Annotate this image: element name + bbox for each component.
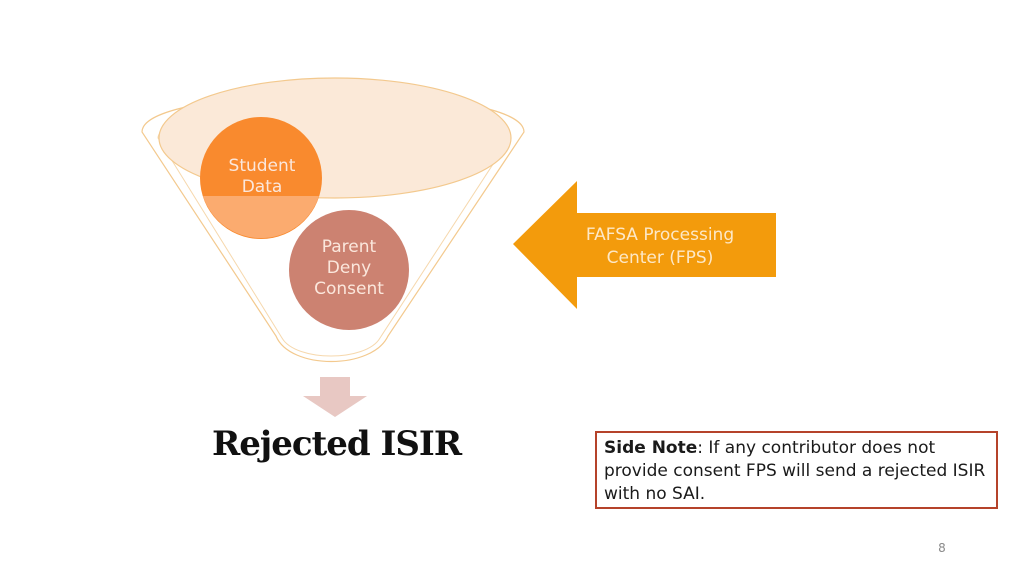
parent-label-line3: Consent	[314, 279, 384, 299]
fps-arrow	[513, 181, 776, 309]
rejected-isir-heading: Rejected ISIR	[212, 424, 462, 464]
side-note-box: Side Note: If any contributor does not p…	[595, 431, 998, 509]
student-data-label: Student Data	[202, 156, 322, 198]
student-data-label-line1: Student	[228, 156, 296, 176]
down-arrow	[303, 377, 367, 417]
side-note-label: Side Note	[604, 438, 698, 458]
parent-deny-consent-label: Parent Deny Consent	[290, 237, 408, 300]
parent-label-line1: Parent	[321, 237, 377, 257]
parent-deny-consent-circle	[289, 210, 409, 330]
parent-label-line2: Deny	[326, 258, 372, 278]
fps-label: FAFSA Processing Center (FPS)	[560, 224, 760, 270]
student-data-label-line2: Data	[241, 177, 283, 197]
fps-label-line2: Center (FPS)	[606, 248, 714, 268]
side-note-text: : If any contributor does not provide co…	[604, 438, 986, 504]
student-circle-lower	[203, 196, 319, 239]
fps-label-line1: FAFSA Processing	[585, 225, 735, 245]
slide-number: 8	[938, 541, 946, 555]
